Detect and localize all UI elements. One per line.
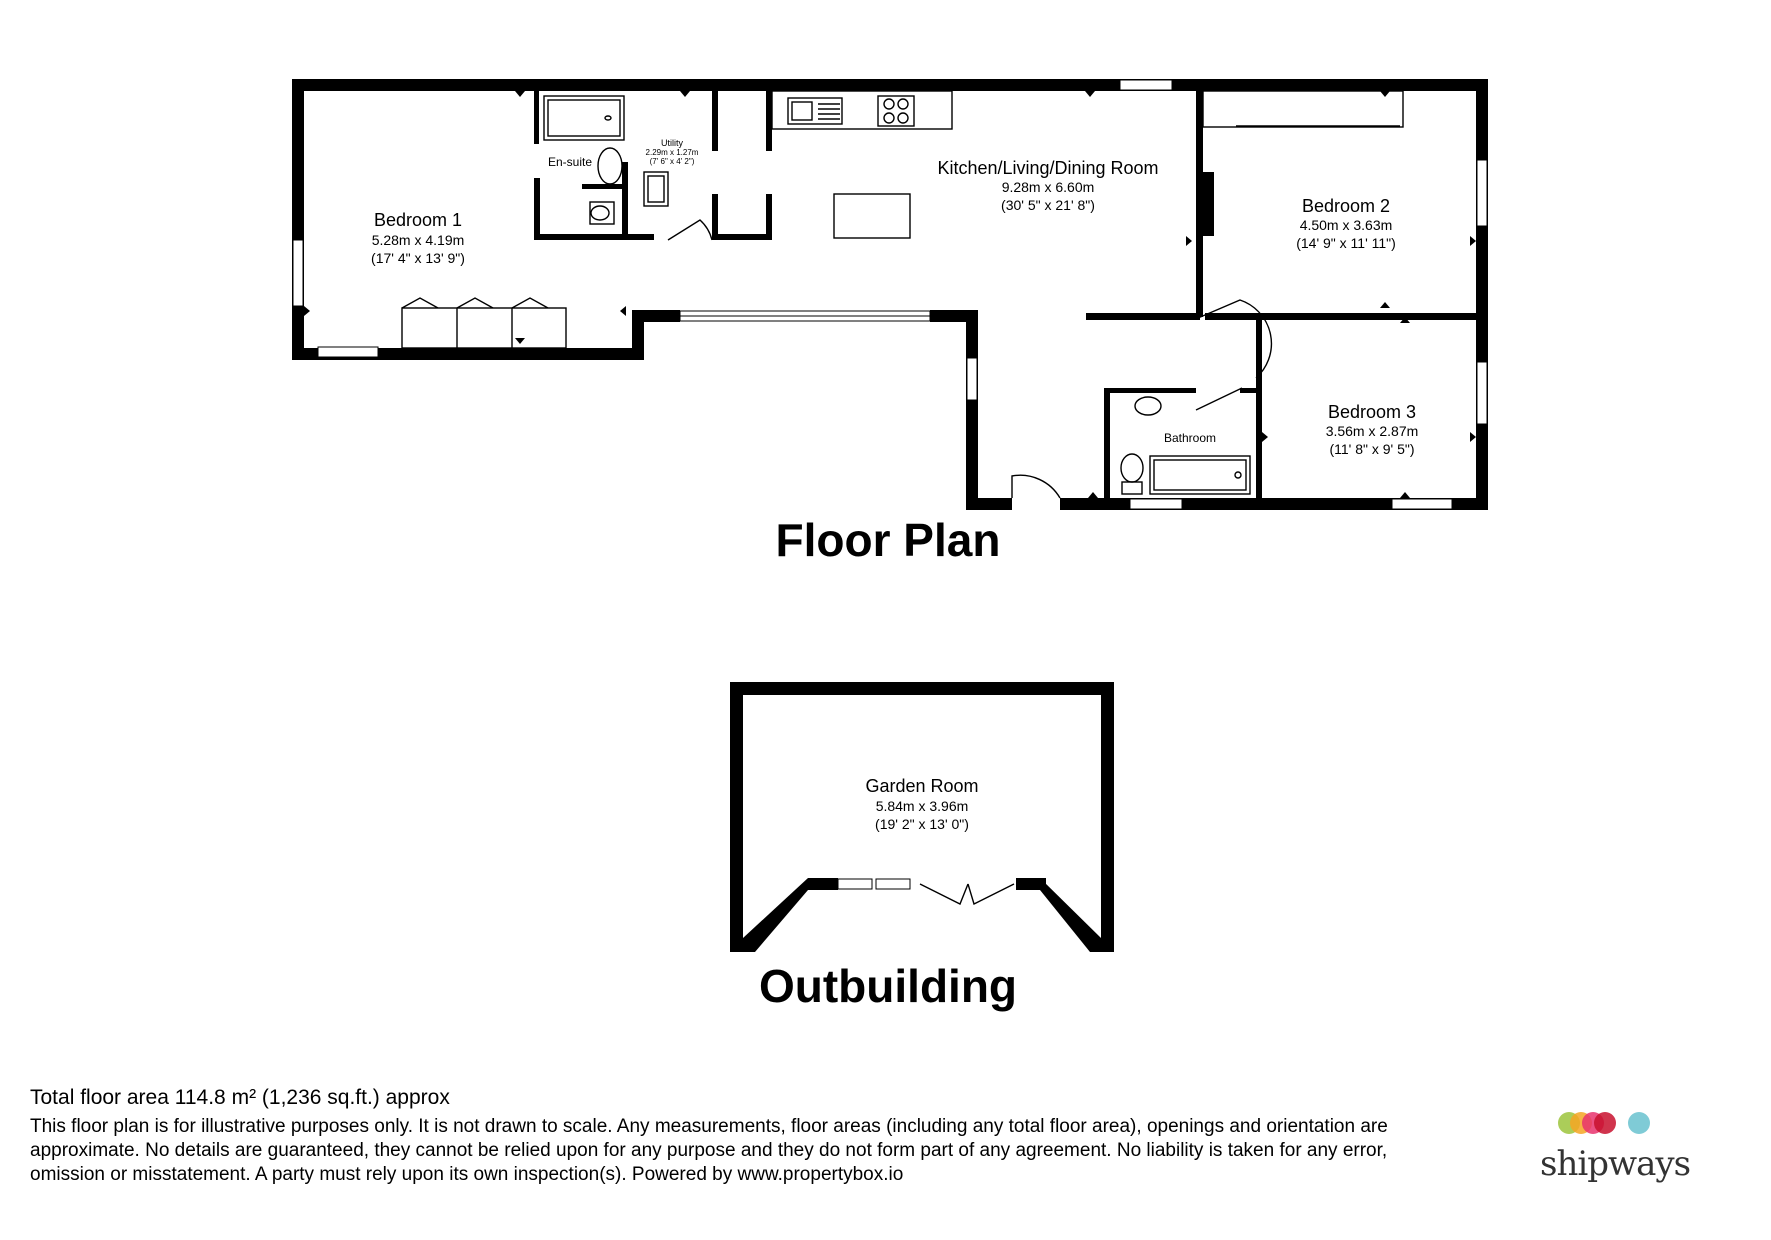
bedroom3-name: Bedroom 3 xyxy=(1328,402,1416,422)
bedroom3-imperial: (11' 8" x 9' 5") xyxy=(1329,441,1414,457)
room-garden: Garden Room 5.84m x 3.96m (19' 2" x 13' … xyxy=(865,776,978,832)
room-ensuite: En-suite xyxy=(548,155,592,169)
outbuilding-doors xyxy=(919,883,1015,905)
bedroom1-name: Bedroom 1 xyxy=(374,210,462,230)
room-bedroom1: Bedroom 1 5.28m x 4.19m (17' 4" x 13' 9"… xyxy=(371,210,465,266)
main-floor-arrows xyxy=(304,91,1476,498)
room-utility: Utility 2.29m x 1.27m (7' 6" x 4' 2") xyxy=(646,138,699,166)
bedroom3-metric: 3.56m x 2.87m xyxy=(1326,423,1419,439)
room-bedroom2: Bedroom 2 4.50m x 3.63m (14' 9" x 11' 11… xyxy=(1296,196,1396,251)
logo-wordmark: shipways xyxy=(1540,1144,1691,1184)
outbuilding-title: Outbuilding xyxy=(759,960,1017,1012)
logo-dot-4 xyxy=(1594,1112,1616,1134)
room-bedroom3: Bedroom 3 3.56m x 2.87m (11' 8" x 9' 5") xyxy=(1326,402,1419,457)
kitchen-metric: 9.28m x 6.60m xyxy=(1002,179,1095,195)
garden-imperial: (19' 2" x 13' 0") xyxy=(875,816,969,832)
bedroom1-metric: 5.28m x 4.19m xyxy=(372,232,465,248)
bedroom2-metric: 4.50m x 3.63m xyxy=(1300,217,1393,233)
kitchen-imperial: (30' 5" x 21' 8") xyxy=(1001,197,1095,213)
bathroom-name: Bathroom xyxy=(1164,431,1216,445)
utility-imperial: (7' 6" x 4' 2") xyxy=(650,157,695,166)
shipways-logo: shipways xyxy=(1540,1112,1720,1192)
main-floor-walls xyxy=(292,79,1488,510)
bedroom2-name: Bedroom 2 xyxy=(1302,196,1390,216)
bedroom2-imperial: (14' 9" x 11' 11") xyxy=(1296,235,1396,251)
garden-metric: 5.84m x 3.96m xyxy=(876,798,969,814)
ensuite-name: En-suite xyxy=(548,155,592,169)
main-floor-fixtures xyxy=(401,90,1404,499)
kitchen-name: Kitchen/Living/Dining Room xyxy=(937,158,1158,178)
room-bathroom: Bathroom xyxy=(1164,431,1216,445)
room-kitchen: Kitchen/Living/Dining Room 9.28m x 6.60m… xyxy=(937,158,1158,213)
logo-dot-5 xyxy=(1628,1112,1650,1134)
utility-name: Utility xyxy=(661,138,683,148)
outbuilding-windows xyxy=(837,878,911,890)
garden-name: Garden Room xyxy=(865,776,978,796)
total-floor-area: Total floor area 114.8 m² (1,236 sq.ft.)… xyxy=(30,1086,450,1109)
main-floor-windows xyxy=(292,79,1488,510)
utility-metric: 2.29m x 1.27m xyxy=(646,148,699,157)
disclaimer-text: This floor plan is for illustrative purp… xyxy=(30,1116,1388,1185)
outbuilding-walls xyxy=(730,682,1114,952)
footer: Total floor area 114.8 m² (1,236 sq.ft.)… xyxy=(30,1085,1450,1187)
floor-plan-title: Floor Plan xyxy=(776,514,1001,566)
bedroom1-imperial: (17' 4" x 13' 9") xyxy=(371,250,465,266)
